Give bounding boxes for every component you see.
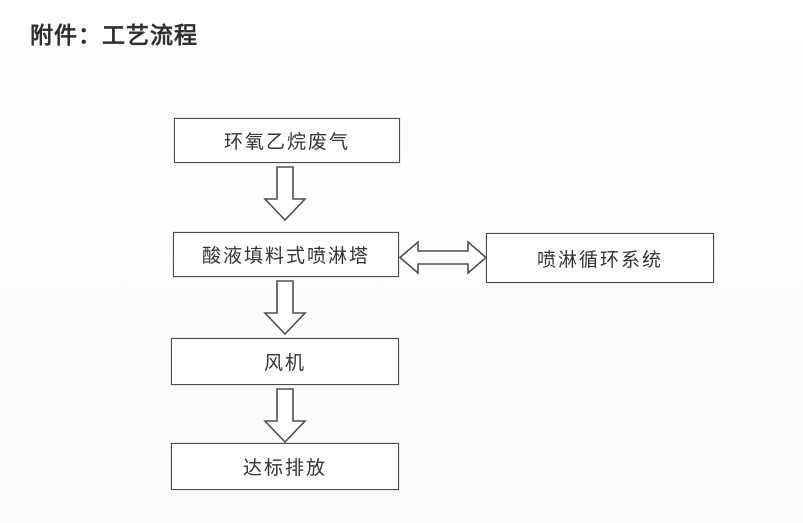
flow-node-spray-recirculation-system[interactable]: 喷淋循环系统 [486,233,714,283]
flow-arrow-down-3 [263,388,307,444]
flow-node-waste-gas[interactable]: 环氧乙烷废气 [174,118,400,163]
flow-node-label: 喷淋循环系统 [536,248,663,271]
flow-arrow-down-2 [263,280,307,336]
flow-arrow-down-1 [263,166,307,222]
flow-arrow-bidirectional [398,240,488,275]
block-arrow-double-horizontal-icon [398,240,488,275]
block-arrow-down-icon [263,166,307,222]
flow-node-acid-packed-scrubber[interactable]: 酸液填料式喷淋塔 [173,232,399,277]
page-title: 附件：工艺流程 [30,22,198,49]
flow-node-compliant-discharge[interactable]: 达标排放 [171,443,399,490]
block-arrow-down-icon [263,388,307,444]
block-arrow-down-icon [263,280,307,336]
flow-node-label: 环氧乙烷废气 [223,131,350,153]
flow-node-label: 达标排放 [242,457,327,479]
flow-node-fan[interactable]: 风机 [171,338,399,385]
flow-node-label: 酸液填料式喷淋塔 [201,245,370,267]
flow-node-label: 风机 [263,352,306,374]
